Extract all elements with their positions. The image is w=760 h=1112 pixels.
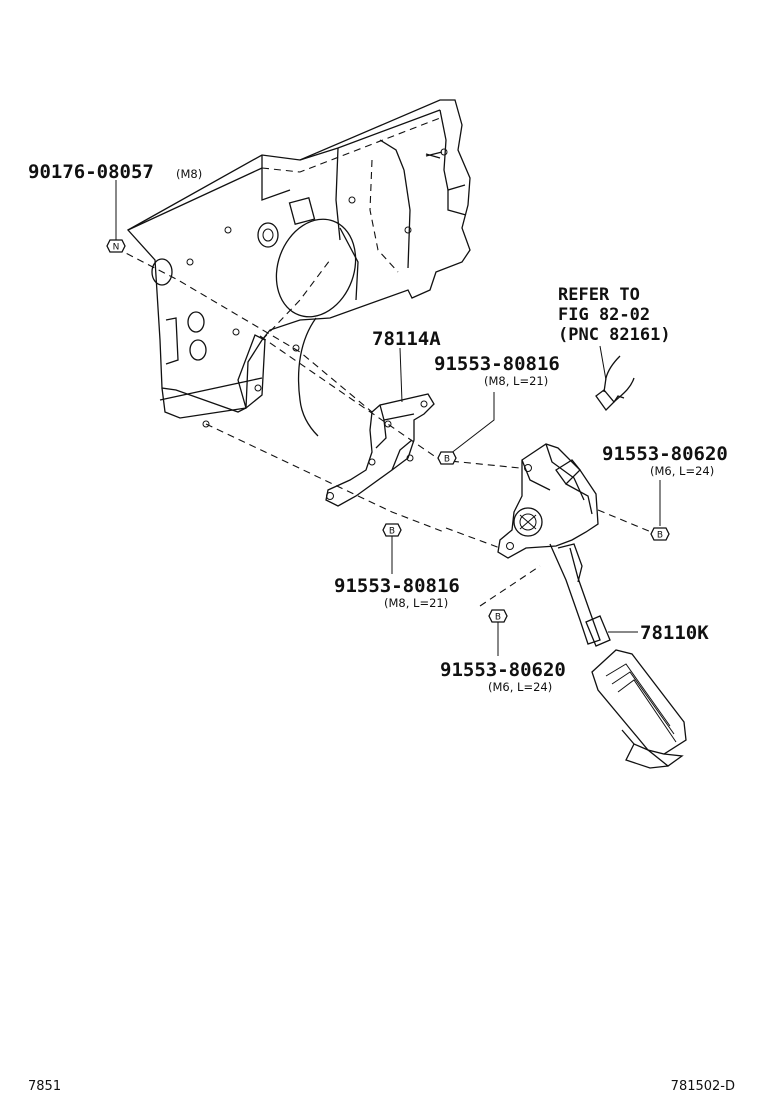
part-number-bracket: 78114A bbox=[372, 328, 441, 350]
pedal-assembly-drawing bbox=[497, 377, 687, 769]
connector-wire-drawing bbox=[599, 345, 635, 403]
part-number-bolt-top: 90176-08057 bbox=[28, 161, 154, 183]
spec-bolt-lower-left: (M8, L=21) bbox=[384, 596, 448, 610]
reference-line-1: REFER TO bbox=[558, 285, 640, 305]
bolt-symbol-b-icon: B bbox=[488, 609, 508, 623]
reference-line-2: FIG 82-02 bbox=[558, 305, 650, 325]
leader-lines bbox=[115, 180, 661, 656]
figure-code: 781502-D bbox=[671, 1079, 735, 1094]
bolt-symbol-b-letter: B bbox=[657, 531, 663, 541]
bolt-symbol-n-icon: N bbox=[106, 239, 126, 253]
spec-bolt-right: (M6, L=24) bbox=[650, 464, 714, 478]
spec-bolt-top: (M8) bbox=[176, 167, 202, 181]
bolt-symbol-b-icon: B bbox=[382, 523, 402, 537]
bolt-symbol-b-icon: B bbox=[650, 527, 670, 541]
bolt-symbol-b-letter: B bbox=[389, 527, 395, 537]
part-number-bolt-right: 91553-80620 bbox=[602, 443, 728, 465]
reference-line-3: (PNC 82161) bbox=[558, 325, 671, 345]
part-number-bolt-lower-left: 91553-80816 bbox=[334, 575, 460, 597]
part-number-bolt-upper-mid: 91553-80816 bbox=[434, 353, 560, 375]
bracket-drawing bbox=[325, 393, 435, 507]
assembly-lines bbox=[115, 247, 657, 607]
bolt-symbol-n-letter: N bbox=[113, 243, 120, 253]
spec-bolt-upper-mid: (M8, L=21) bbox=[484, 374, 548, 388]
dash-panel-drawing bbox=[126, 99, 471, 437]
bolt-symbol-b-letter: B bbox=[495, 613, 501, 623]
spec-bolt-lower: (M6, L=24) bbox=[488, 680, 552, 694]
bolt-symbol-b-letter: B bbox=[444, 455, 450, 465]
part-number-bolt-lower: 91553-80620 bbox=[440, 659, 566, 681]
page-code: 7851 bbox=[28, 1079, 61, 1094]
part-number-pedal: 78110K bbox=[640, 622, 709, 644]
bolt-symbol-b-icon: B bbox=[437, 451, 457, 465]
